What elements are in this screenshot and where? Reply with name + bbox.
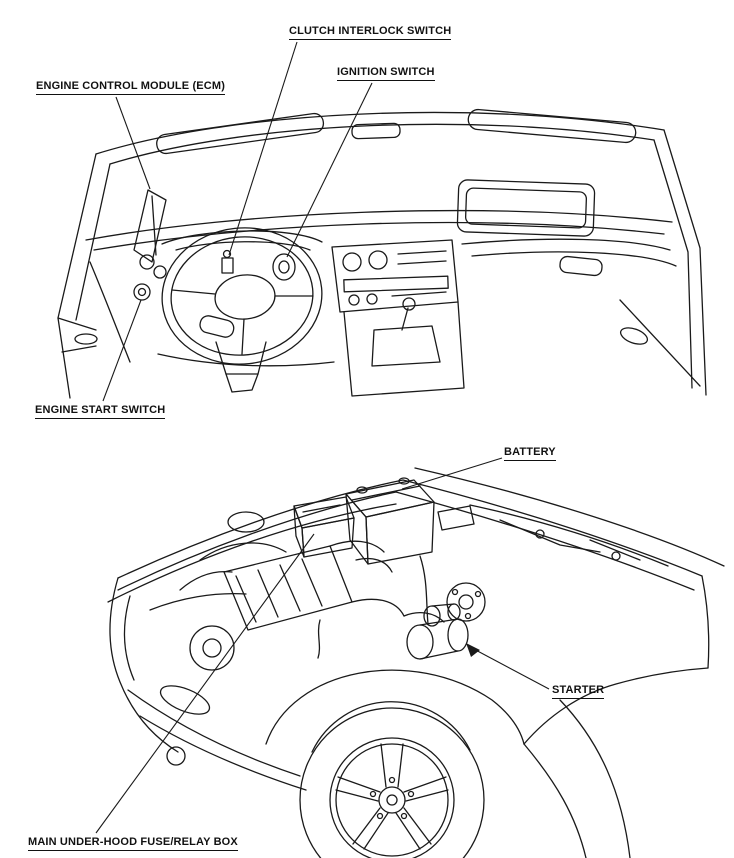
air-cleaner [227, 511, 265, 533]
ecm-drawing [133, 189, 167, 263]
strut-tower [446, 582, 486, 622]
center-console [343, 297, 465, 397]
front-wheel [299, 707, 485, 858]
starter-drawing [406, 603, 469, 660]
fan-shroud [189, 625, 235, 671]
shift-knob [402, 297, 416, 311]
leader-starter [469, 646, 550, 690]
label-main-under-hood-fuse-relay-box: MAIN UNDER-HOOD FUSE/RELAY BOX [28, 836, 238, 851]
center-stack [331, 239, 459, 313]
label-battery: BATTERY [504, 446, 556, 461]
clutch-interlock-switch-drawing [221, 249, 234, 274]
engine-bay-illustration [107, 467, 725, 858]
leader-fuse-relay-box [95, 533, 315, 834]
headlight [159, 685, 211, 715]
dashboard-illustration [57, 108, 707, 399]
leader-clutch-interlock-switch [228, 41, 298, 256]
front-bumper [109, 577, 307, 791]
fuse-relay-box-drawing [293, 496, 355, 558]
leader-lines [95, 41, 550, 834]
right-door-handle [619, 327, 649, 345]
leader-starter-arrowhead [466, 643, 480, 657]
label-clutch-interlock-switch: CLUTCH INTERLOCK SWITCH [289, 25, 452, 40]
wiper-pivot [535, 529, 545, 539]
label-ignition-switch: IGNITION SWITCH [337, 66, 435, 81]
label-starter: STARTER [552, 684, 605, 699]
right-door-vent [559, 255, 603, 277]
battery-terminal [398, 477, 410, 485]
clutch-pedal [199, 315, 235, 338]
label-engine-control-module: ENGINE CONTROL MODULE (ECM) [36, 80, 226, 95]
battery-terminal [356, 486, 368, 494]
leader-engine-start-switch [102, 299, 142, 402]
fog-light [166, 746, 186, 766]
rearview-mirror-mount [351, 122, 401, 140]
left-sun-visor [156, 112, 325, 155]
leader-ignition-switch [286, 82, 373, 258]
left-dash-vent [139, 254, 155, 270]
right-sun-visor [467, 108, 637, 144]
left-door-handle [74, 333, 98, 345]
wiper-pivot [611, 551, 621, 561]
battery-drawing [345, 477, 435, 565]
leader-battery [401, 457, 503, 490]
engine-valve-cover [223, 545, 353, 631]
engine-start-switch-drawing [133, 283, 151, 301]
left-dash-vent [153, 265, 167, 279]
label-engine-start-switch: ENGINE START SWITCH [35, 404, 166, 419]
steering-wheel [161, 227, 323, 365]
leader-ecm [115, 96, 151, 190]
passenger-airbag-panel [456, 179, 596, 237]
ignition-switch-drawing [272, 253, 296, 281]
